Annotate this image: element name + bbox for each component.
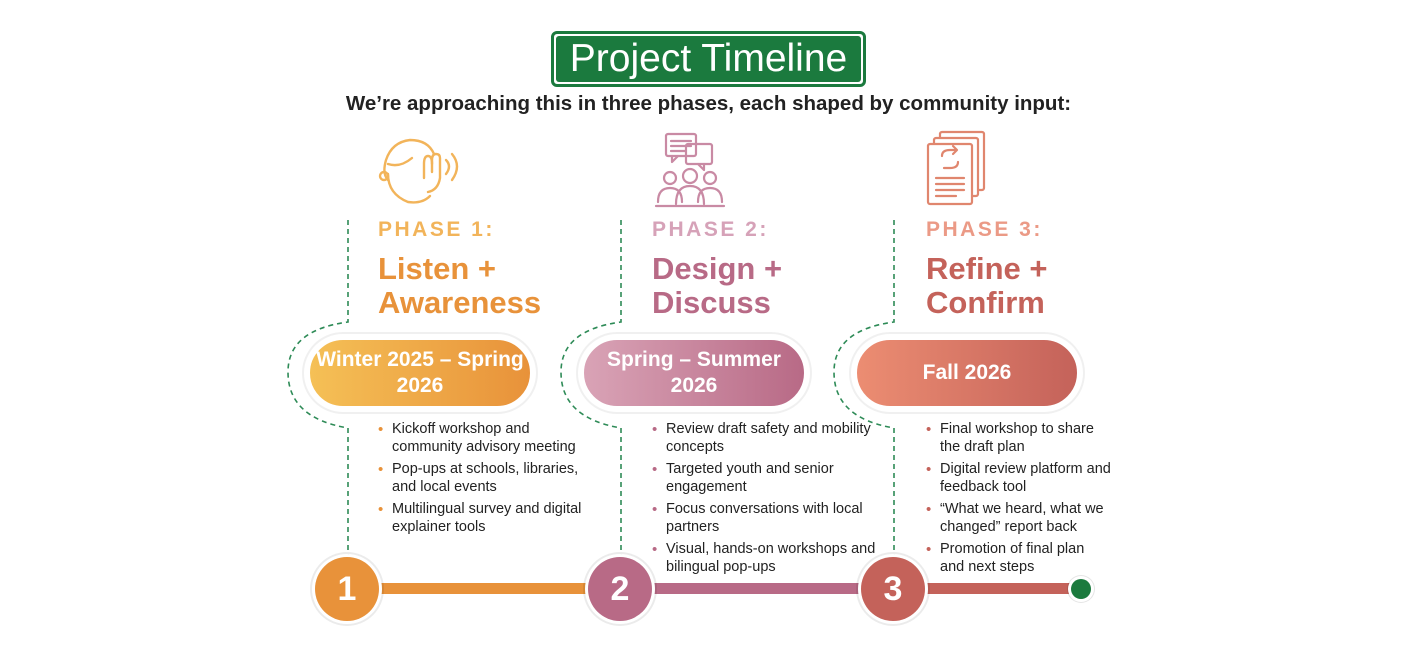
phase-1-label: PHASE 1: bbox=[378, 218, 495, 241]
phase-3-name: Refine + Confirm bbox=[926, 252, 1047, 320]
phase-3-name-line2: Confirm bbox=[926, 285, 1045, 320]
document-revision-icon bbox=[926, 130, 986, 206]
phase-2-number: 2 bbox=[588, 557, 652, 621]
list-item: Focus conversations with local partners bbox=[652, 501, 877, 536]
timeline-bar-1 bbox=[370, 583, 595, 594]
phase-3-dates: Fall 2026 bbox=[855, 338, 1079, 408]
phase-1-number: 1 bbox=[315, 557, 379, 621]
list-item: “What we heard, what we changed” report … bbox=[926, 501, 1111, 536]
phase-2-name-line2: Discuss bbox=[652, 285, 771, 320]
phase-3-name-line1: Refine + bbox=[926, 251, 1048, 286]
phase-3-label: PHASE 3: bbox=[926, 218, 1043, 241]
phase-2-date-pill: Spring – Summer 2026 bbox=[578, 334, 810, 412]
listening-person-icon bbox=[378, 138, 459, 204]
page-title: Project Timeline bbox=[556, 36, 861, 82]
list-item: Multilingual survey and digital explaine… bbox=[378, 501, 603, 536]
phase-2-label: PHASE 2: bbox=[652, 218, 769, 241]
list-item: Final workshop to share the draft plan bbox=[926, 421, 1111, 456]
list-item: Targeted youth and senior engagement bbox=[652, 461, 877, 496]
phase-2-dates: Spring – Summer 2026 bbox=[582, 338, 806, 408]
phase-1-name-line2: Awareness bbox=[378, 285, 542, 320]
group-discussion-icon bbox=[654, 132, 726, 208]
list-item: Promotion of final plan and next steps bbox=[926, 541, 1111, 576]
phase-1-date-pill: Winter 2025 – Spring 2026 bbox=[304, 334, 536, 412]
list-item: Pop-ups at schools, libraries, and local… bbox=[378, 461, 603, 496]
phase-3-number: 3 bbox=[861, 557, 925, 621]
phase-1-name-line1: Listen + bbox=[378, 251, 497, 286]
phase-1-name: Listen + Awareness bbox=[378, 252, 541, 320]
list-item: Review draft safety and mobility concept… bbox=[652, 421, 877, 456]
list-item: Digital review platform and feedback too… bbox=[926, 461, 1111, 496]
list-item: Kickoff workshop and community advisory … bbox=[378, 421, 603, 456]
timeline-end-dot bbox=[1071, 579, 1091, 599]
page-subtitle: We’re approaching this in three phases, … bbox=[345, 92, 1072, 115]
phase-1-dates: Winter 2025 – Spring 2026 bbox=[308, 338, 532, 408]
timeline-bar-2 bbox=[645, 583, 870, 594]
phase-2-bullets: Review draft safety and mobility concept… bbox=[652, 421, 877, 581]
phase-3-bullets: Final workshop to share the draft plan D… bbox=[926, 421, 1111, 581]
timeline-bar-3 bbox=[918, 583, 1073, 594]
phase-3-date-pill: Fall 2026 bbox=[851, 334, 1083, 412]
title-box: Project Timeline bbox=[551, 31, 866, 87]
list-item: Visual, hands-on workshops and bilingual… bbox=[652, 541, 877, 576]
phase-2-name-line1: Design + bbox=[652, 251, 783, 286]
phase-1-bullets: Kickoff workshop and community advisory … bbox=[378, 421, 603, 541]
phase-2-name: Design + Discuss bbox=[652, 252, 782, 320]
